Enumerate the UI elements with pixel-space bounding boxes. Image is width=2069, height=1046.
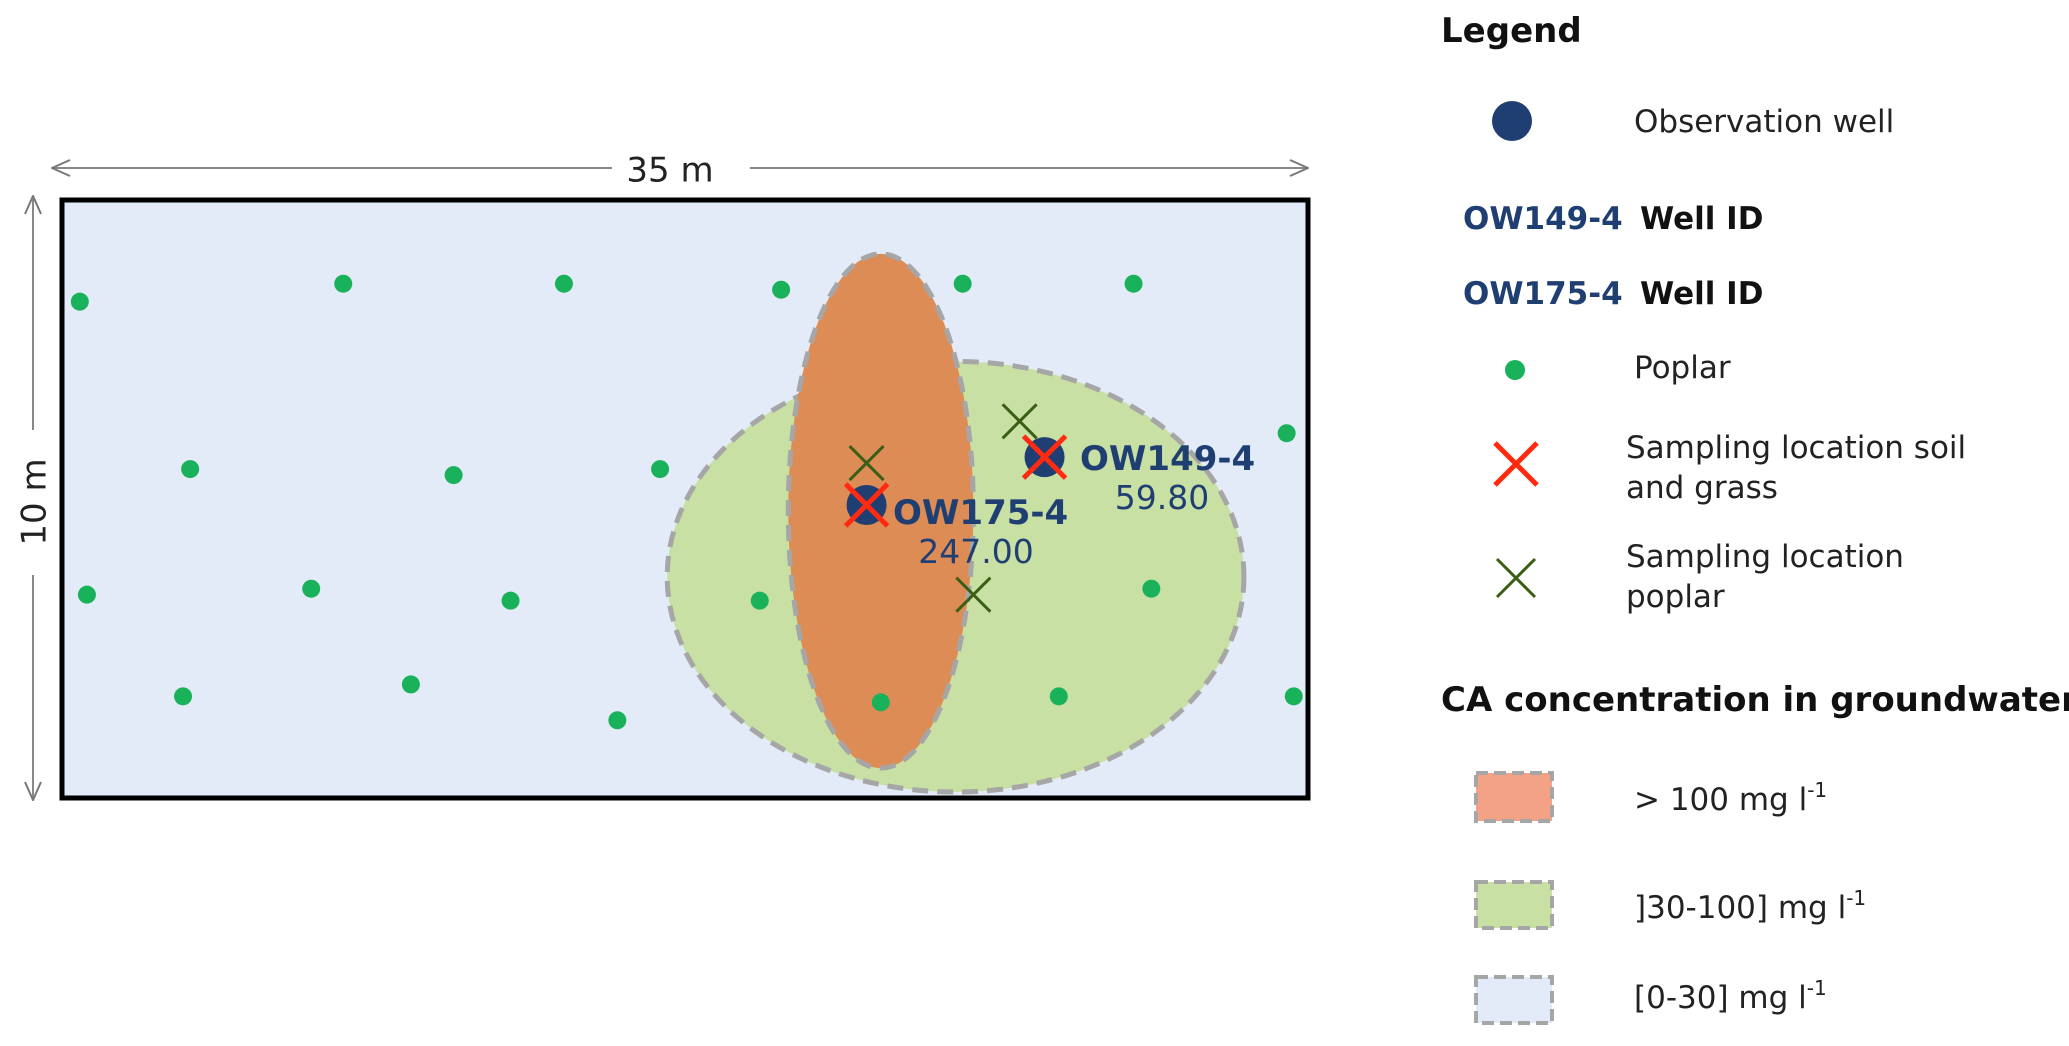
well-id-ow175-4: OW175-4: [893, 493, 1068, 533]
legend-poplar-sample-line1: Sampling location: [1626, 539, 1904, 575]
legend-swatch-high: [1474, 771, 1554, 823]
sample-layer: [843, 403, 1068, 613]
poplar-13: [501, 591, 520, 610]
poplar-5: [953, 274, 972, 293]
well-id-ow149-4: OW149-4: [1080, 439, 1255, 479]
legend-class-high-text: > 100 mg l: [1634, 782, 1807, 818]
legend-class-mid: ]30-100] mg l-1: [1634, 886, 1866, 926]
legend-class-mid-text: ]30-100] mg l: [1634, 890, 1846, 926]
legend-swatch-mid: [1474, 880, 1554, 930]
poplar-18: [608, 711, 627, 730]
legend-poplar-sample-symbol: [1495, 557, 1537, 599]
poplar-layer: [70, 274, 1303, 730]
poplar-sample-marker-3: [955, 576, 992, 613]
legend-well-id-2: OW175-4: [1463, 276, 1623, 312]
poplar-19: [871, 693, 890, 712]
poplar-21: [1284, 687, 1303, 706]
legend-class-high: > 100 mg l-1: [1634, 778, 1827, 818]
legend: Legend Observation well OW149-4 Well ID …: [1441, 11, 2069, 1025]
poplar-2: [334, 274, 353, 293]
poplar-15: [1142, 579, 1161, 598]
well-value-ow149-4: 59.80: [1115, 478, 1209, 517]
legend-well-id-1: OW149-4: [1463, 201, 1623, 237]
legend-class-high-sup: -1: [1807, 778, 1827, 802]
legend-observation-well: Observation well: [1634, 104, 1894, 140]
soil-grass-sample-marker-2: [1021, 434, 1068, 480]
soil-grass-sample-marker-1: [843, 482, 890, 528]
poplar-16: [174, 687, 193, 706]
poplar-11: [77, 585, 96, 604]
poplar-17: [401, 675, 420, 694]
legend-poplar: Poplar: [1634, 350, 1731, 386]
width-label: 35 m: [626, 151, 713, 191]
legend-well-id-2-label: Well ID: [1640, 276, 1763, 312]
legend-ca-title: CA concentration in groundwater: [1441, 680, 2069, 720]
legend-poplar-sample-line2: poplar: [1626, 579, 1725, 615]
poplar-7: [181, 460, 200, 479]
poplar-20: [1049, 687, 1068, 706]
poplar-1: [70, 292, 89, 311]
poplar-sample-marker-2: [1001, 403, 1038, 440]
legend-class-mid-sup: -1: [1846, 886, 1866, 910]
legend-soil-grass-symbol: [1493, 441, 1539, 487]
plot-area: OW175-4 247.00 OW149-4 59.80: [59, 197, 1311, 801]
legend-class-low-text: [0-30] mg l: [1634, 980, 1807, 1016]
poplar-3: [554, 274, 573, 293]
poplar-6: [1124, 274, 1143, 293]
legend-soil-grass-line1: Sampling location soil: [1626, 430, 1966, 466]
poplar-10: [1277, 424, 1296, 443]
legend-swatch-low: [1474, 975, 1554, 1025]
poplar-9: [651, 460, 670, 479]
legend-soil-grass-line2: and grass: [1626, 470, 1778, 506]
legend-class-low-sup: -1: [1807, 976, 1827, 1000]
poplar-sample-marker-1: [848, 445, 885, 482]
legend-well-id-1-label: Well ID: [1640, 201, 1763, 237]
poplar-4: [772, 280, 791, 299]
well-value-ow175-4: 247.00: [918, 532, 1033, 571]
legend-poplar-symbol: [1505, 360, 1525, 380]
poplar-8: [444, 466, 463, 485]
legend-class-low: [0-30] mg l-1: [1634, 976, 1827, 1016]
legend-title: Legend: [1441, 11, 1582, 51]
poplar-12: [302, 579, 321, 598]
height-label: 10 m: [15, 458, 55, 545]
legend-well-symbol: [1492, 101, 1532, 141]
poplar-14: [750, 591, 769, 610]
